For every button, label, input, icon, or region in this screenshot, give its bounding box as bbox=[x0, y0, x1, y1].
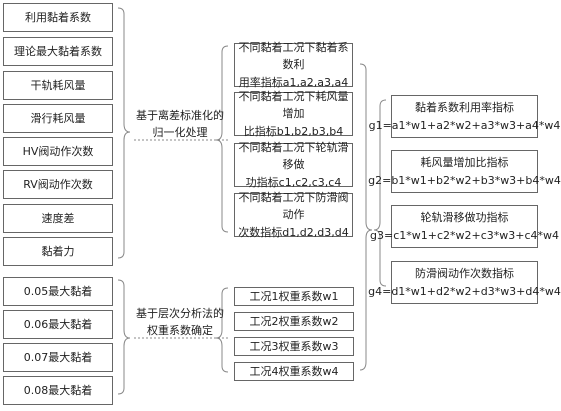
output-box-g1: 黏着系数利用率指标 g1=a1*w1+a2*w2+a3*w3+a4*w4 bbox=[369, 95, 560, 138]
input-box-3: 干轨耗风量 bbox=[3, 71, 113, 100]
output-formula: g1=a1*w1+a2*w2+a3*w3+a4*w4 bbox=[368, 118, 561, 132]
output-name: 耗风量增加比指标 bbox=[420, 156, 509, 170]
output-name: 防滑阀动作次数指标 bbox=[415, 267, 514, 281]
indicator-box-a: 不同黏着工况下黏着系数利 用率指标a1,a2,a3,a4 bbox=[234, 41, 353, 89]
weight-box-3: 工况3权重系数w3 bbox=[234, 337, 354, 356]
normalization-label: 基于离差标准化的 归一化处理 bbox=[136, 109, 224, 139]
weight-box-2: 工况2权重系数w2 bbox=[234, 312, 354, 331]
adhesion-box-2: 0.06最大黏着 bbox=[3, 310, 113, 339]
input-box-5: HV阀动作次数 bbox=[3, 137, 113, 166]
output-formula: g3=c1*w1+c2*w2+c3*w3+c4*w4 bbox=[370, 228, 560, 242]
indicator-box-b: 不同黏着工况下耗风量增加 比指标b1,b2,b3,b4 bbox=[234, 90, 353, 138]
adhesion-box-3: 0.07最大黏着 bbox=[3, 343, 113, 372]
input-box-6: RV阀动作次数 bbox=[3, 170, 113, 199]
adhesion-box-4: 0.08最大黏着 bbox=[3, 376, 113, 405]
input-box-7: 速度差 bbox=[3, 204, 113, 233]
input-box-1: 利用黏着系数 bbox=[3, 3, 113, 32]
weight-box-4: 工况4权重系数w4 bbox=[234, 362, 354, 381]
input-box-8: 黏着力 bbox=[3, 237, 113, 266]
input-box-2: 理论最大黏着系数 bbox=[3, 37, 113, 66]
output-name: 黏着系数利用率指标 bbox=[415, 101, 514, 115]
output-box-g2: 耗风量增加比指标 g2=b1*w1+b2*w2+b3*w3+b4*w4 bbox=[368, 150, 561, 193]
output-box-g4: 防滑阀动作次数指标 g4=d1*w1+d2*w2+d3*w3+d4*w4 bbox=[368, 261, 561, 304]
adhesion-box-1: 0.05最大黏着 bbox=[3, 277, 113, 306]
input-box-4: 滑行耗风量 bbox=[3, 104, 113, 133]
indicator-box-d: 不同黏着工况下防滑阀动作 次数指标d1,d2,d3,d4 bbox=[234, 191, 353, 239]
weight-box-1: 工况1权重系数w1 bbox=[234, 287, 354, 306]
output-name: 轮轨滑移做功指标 bbox=[420, 211, 509, 225]
output-formula: g2=b1*w1+b2*w2+b3*w3+b4*w4 bbox=[368, 173, 561, 187]
indicator-box-c: 不同黏着工况下轮轨滑移做 功指标c1,c2,c3,c4 bbox=[234, 141, 353, 189]
output-box-g3: 轮轨滑移做功指标 g3=c1*w1+c2*w2+c3*w3+c4*w4 bbox=[370, 205, 559, 248]
ahp-weight-label: 基于层次分析法的 权重系数确定 bbox=[136, 307, 224, 337]
output-formula: g4=d1*w1+d2*w2+d3*w3+d4*w4 bbox=[368, 284, 561, 298]
